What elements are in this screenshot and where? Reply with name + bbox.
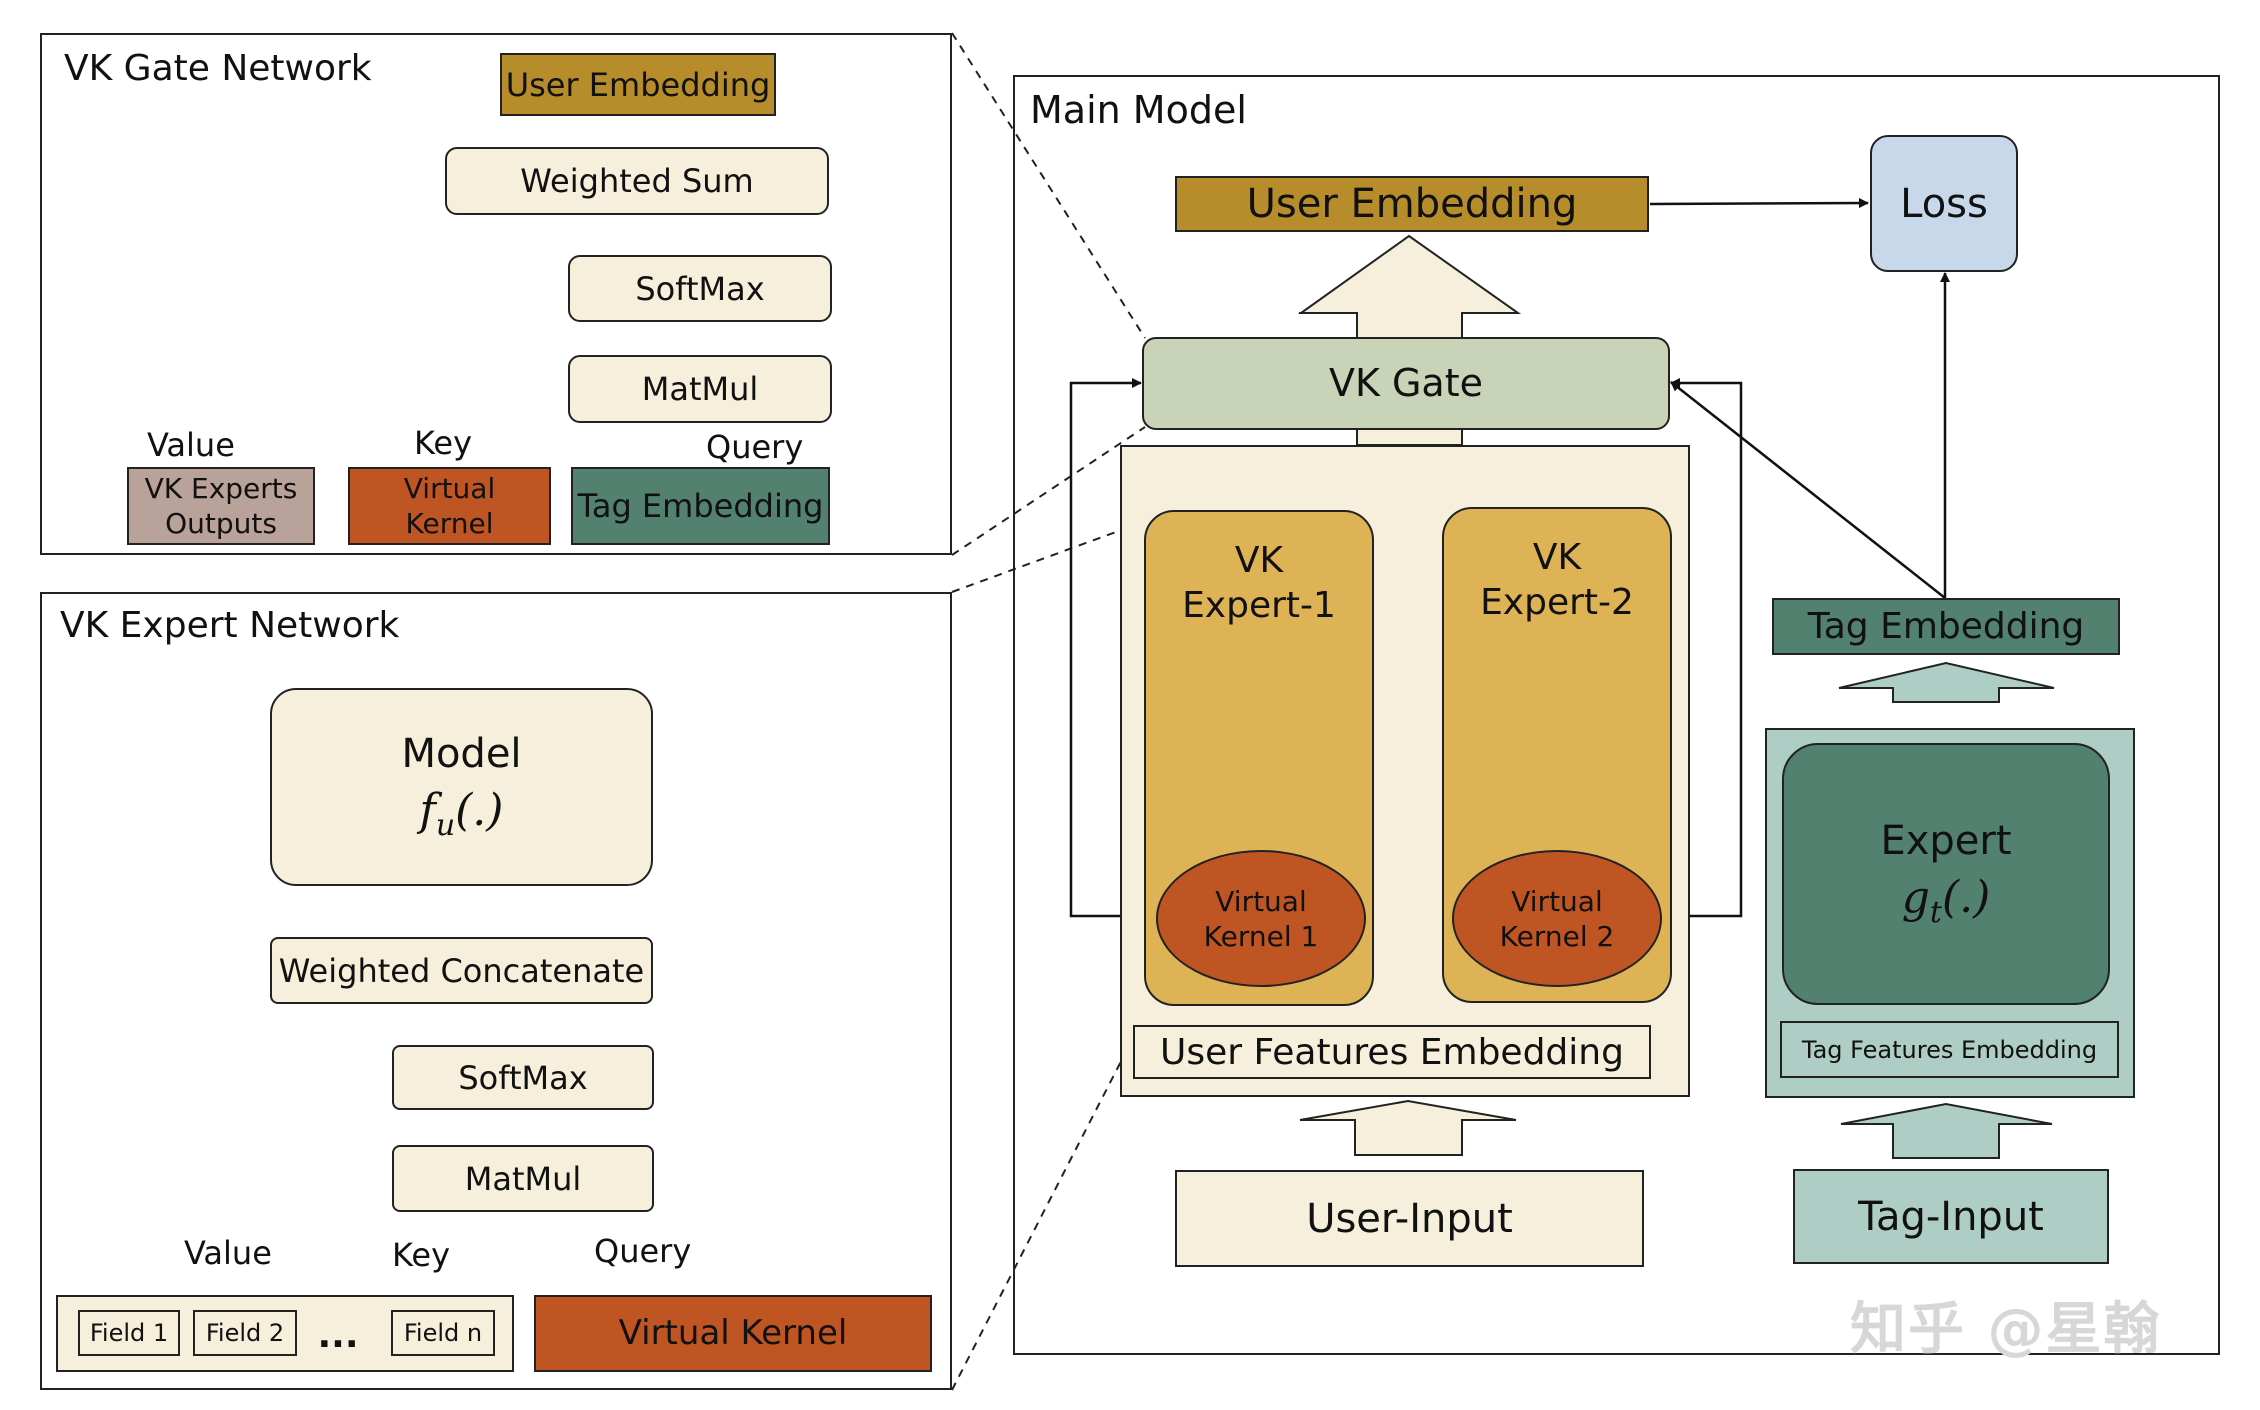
- main-arrows: [1069, 198, 1950, 918]
- expert-virtual-kernel: Virtual Kernel: [534, 1295, 932, 1372]
- gate-weighted-sum: Weighted Sum: [445, 147, 829, 215]
- expert-field-1: Field 1: [78, 1310, 180, 1356]
- main-loss: Loss: [1870, 135, 2018, 272]
- expert-value-label: Value: [184, 1234, 272, 1272]
- zoom-lines: [951, 32, 1166, 1391]
- gate-matmul: MatMul: [568, 355, 832, 423]
- expert-matmul: MatMul: [392, 1145, 654, 1212]
- expert-model-fn-sub: u: [435, 808, 456, 844]
- gate-key-label: Key: [414, 424, 473, 462]
- gate-vk-experts-outputs: VK Experts Outputs: [127, 467, 315, 545]
- gate-user-embedding: User Embedding: [500, 53, 776, 116]
- main-user-features-embedding: User Features Embedding: [1133, 1025, 1651, 1079]
- main-vk-gate: VK Gate: [1142, 337, 1670, 430]
- main-virtual-kernel-1: Virtual Kernel 1: [1156, 850, 1366, 987]
- main-vk-expert-1-label: VK Expert-1: [1182, 540, 1336, 626]
- main-user-input: User-Input: [1175, 1170, 1644, 1267]
- gate-network-title: VK Gate Network: [64, 48, 372, 89]
- expert-model-fn-symbol: f: [419, 785, 436, 837]
- watermark-text: 知乎 @星翰: [1850, 1297, 2162, 1362]
- main-model-title: Main Model: [1030, 88, 1247, 132]
- expert-field-ellipsis: ...: [317, 1314, 359, 1356]
- expert-softmax: SoftMax: [392, 1045, 654, 1110]
- main-tag-input: Tag-Input: [1793, 1169, 2109, 1264]
- gate-softmax: SoftMax: [568, 255, 832, 322]
- main-tag-expert-fn-args: (.): [1941, 872, 1991, 924]
- expert-network-title: VK Expert Network: [60, 605, 400, 646]
- main-virtual-kernel-2: Virtual Kernel 2: [1452, 850, 1662, 987]
- main-tag-expert-fn-symbol: g: [1901, 872, 1930, 924]
- gate-tag-embedding: Tag Embedding: [571, 467, 830, 545]
- main-vk-expert-2-label: VK Expert-2: [1480, 537, 1634, 623]
- main-tag-expert-fn-sub: t: [1929, 895, 1942, 931]
- expert-weighted-concatenate: Weighted Concatenate: [270, 937, 653, 1004]
- expert-query-label: Query: [594, 1232, 692, 1270]
- expert-key-label: Key: [392, 1236, 451, 1274]
- main-tag-embedding: Tag Embedding: [1772, 598, 2120, 655]
- expert-field-n: Field n: [391, 1310, 495, 1356]
- main-user-embedding: User Embedding: [1175, 176, 1649, 232]
- gate-value-label: Value: [147, 426, 235, 464]
- main-tag-expert-label: Expert: [1880, 818, 2012, 865]
- main-tag-expert: Expert gt(.): [1782, 743, 2110, 1005]
- expert-model-box: Model fu(.): [270, 688, 653, 886]
- gate-virtual-kernel: Virtual Kernel: [348, 467, 551, 545]
- expert-model-fn: fu(.): [420, 783, 504, 844]
- main-tag-features-embedding: Tag Features Embedding: [1780, 1021, 2119, 1078]
- gate-query-label: Query: [706, 428, 804, 466]
- expert-model-label: Model: [401, 731, 522, 778]
- expert-field-2: Field 2: [193, 1310, 297, 1356]
- expert-model-fn-args: (.): [455, 785, 504, 837]
- main-model-panel: [1013, 75, 2220, 1355]
- main-tag-expert-fn: gt(.): [1902, 870, 1991, 931]
